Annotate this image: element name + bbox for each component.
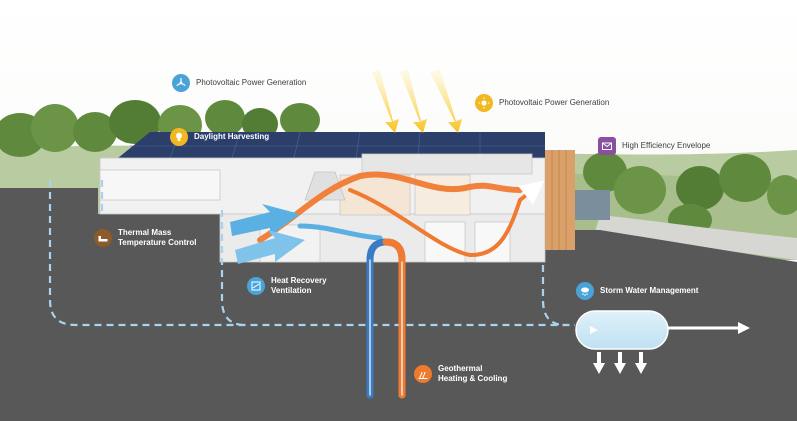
heat-recovery-icon — [247, 277, 265, 295]
pv-generation-label-sun: Photovoltaic Power Generation — [475, 94, 609, 112]
facade — [545, 150, 610, 250]
lightbulb-icon — [170, 128, 188, 146]
pv-generation-label-top: Photovoltaic Power Generation — [172, 74, 306, 92]
storm-water-label: Storm Water Management — [576, 282, 698, 300]
thermal-mass-icon — [94, 229, 112, 247]
thermal-mass-label: Thermal Mass Temperature Control — [94, 228, 197, 248]
envelope-icon — [598, 137, 616, 155]
storm-water-tank — [575, 310, 750, 374]
heat-recovery-label: Heat Recovery Ventilation — [247, 276, 327, 296]
wind-turbine-icon — [172, 74, 190, 92]
high-efficiency-envelope-label: High Efficiency Envelope — [598, 137, 710, 155]
geothermal-label: Geothermal Heating & Cooling — [414, 364, 507, 384]
cool-air-flow — [230, 204, 383, 264]
sun-rays — [372, 70, 462, 133]
sun-icon — [475, 94, 493, 112]
warm-air-flow — [257, 171, 545, 258]
water-cloud-icon — [576, 282, 594, 300]
storm-water-dashed-lines — [48, 180, 575, 327]
geothermal-icon — [414, 365, 432, 383]
daylight-harvesting-label: Daylight Harvesting — [170, 128, 269, 146]
geothermal-pipes — [366, 238, 406, 399]
